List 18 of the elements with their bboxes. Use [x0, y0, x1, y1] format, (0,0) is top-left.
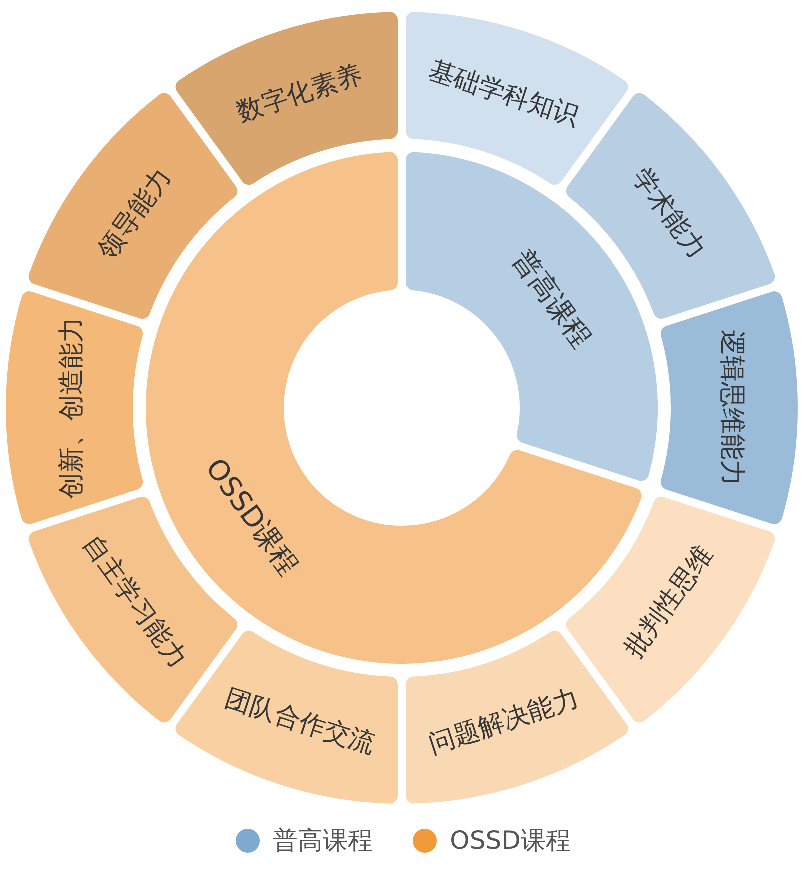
- outer-ring-segment: [6, 291, 144, 525]
- segment-label: 学术能力: [628, 164, 710, 264]
- segment-label: 逻辑思维能力: [719, 330, 745, 486]
- outer-ring-segment: [175, 12, 398, 186]
- segment-label: 团队合作交流: [222, 685, 378, 758]
- segment-label: 数字化素养: [234, 62, 366, 127]
- segment-label: 批判性思维: [620, 542, 718, 662]
- segment-label: 领导能力: [94, 164, 176, 264]
- segment-label: 问题解决能力: [426, 685, 582, 758]
- outer-ring-segment: [28, 93, 238, 320]
- legend-label: OSSD课程: [450, 828, 571, 853]
- segment-label: 自主学习能力: [78, 531, 192, 673]
- segment-label: 基础学科知识: [426, 58, 582, 131]
- outer-ring-segment: [660, 291, 798, 525]
- outer-ring-segment: [406, 12, 629, 186]
- segment-label: 创新、创造能力: [59, 317, 85, 499]
- legend-label: 普高课程: [273, 828, 374, 853]
- segment-label: 普高课程: [508, 245, 597, 352]
